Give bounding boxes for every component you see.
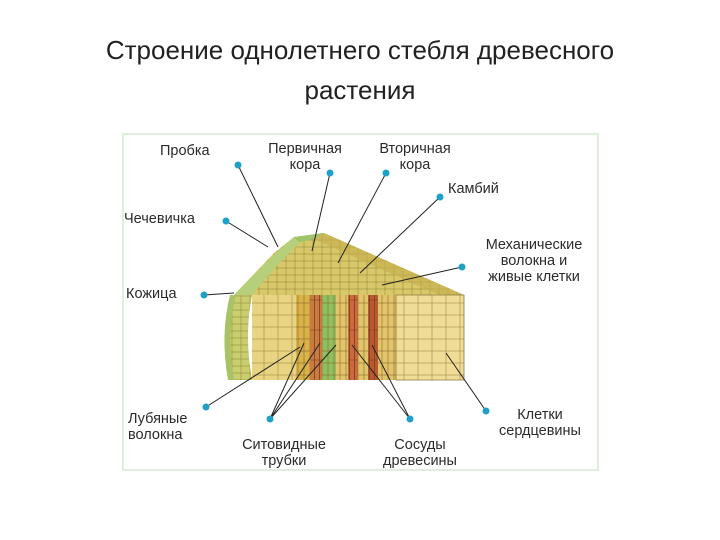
stem-diagram: Пробка Первичная кора Вторичная кора Кам… <box>122 133 599 471</box>
pointer-dot-kambiy <box>436 193 444 201</box>
label-lubyanye: Лубяные волокна <box>128 411 188 443</box>
label-chechevichka: Чечевичка <box>124 211 195 227</box>
epidermis-layer <box>234 237 300 295</box>
label-kambiy: Камбий <box>448 181 499 197</box>
pointer-dot-kozhitsa <box>200 291 208 299</box>
pointer-dot-sosudy <box>406 415 414 423</box>
pointer-dot-vtorichnaya-kora <box>382 169 390 177</box>
pointer-dots <box>200 161 490 423</box>
stem-front-face <box>224 237 465 381</box>
pointer-dot-lubyanye <box>202 403 210 411</box>
label-mekhanicheskie: Механические волокна и живые клетки <box>485 237 583 285</box>
pointer-dot-mekhanicheskie <box>458 263 466 271</box>
leader-lines <box>203 164 487 420</box>
label-kozhitsa: Кожица <box>126 286 177 302</box>
pointer-dot-sitovidnye <box>266 415 274 423</box>
pointer-dot-kletki <box>482 407 490 415</box>
pointer-dot-probka <box>234 161 242 169</box>
pointer-dot-chechevichka <box>222 217 230 225</box>
label-pervichnaya-kora: Первичная кора <box>268 141 342 173</box>
label-sosudy: Сосуды древесины <box>383 437 457 469</box>
slide-title-line-2: растения <box>304 75 416 105</box>
label-kletki: Клетки сердцевины <box>499 407 581 439</box>
label-probka: Пробка <box>160 143 210 159</box>
label-sitovidnye: Ситовидные трубки <box>242 437 326 469</box>
stem-illustration <box>200 161 490 423</box>
slide-title-line-1: Строение однолетнего стебля древесного <box>105 35 615 65</box>
label-vtorichnaya-kora: Вторичная кора <box>379 141 451 173</box>
pointer-dot-pervichnaya-kora <box>326 169 334 177</box>
slide-title: Строение однолетнего стебля древесного р… <box>0 30 720 110</box>
